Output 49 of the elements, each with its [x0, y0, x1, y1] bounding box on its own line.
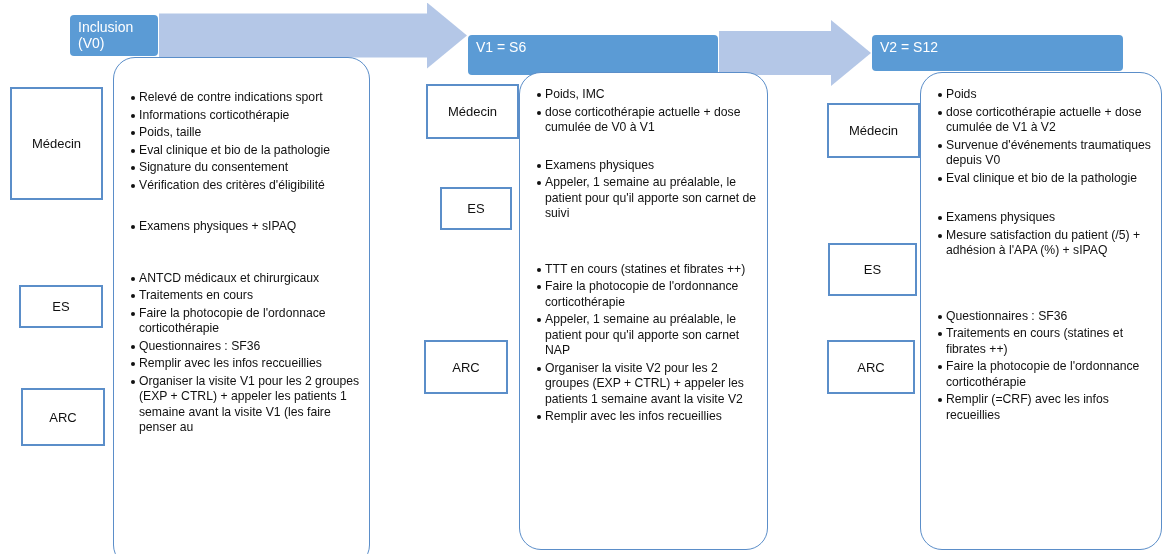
list-item-text: Eval clinique et bio de la pathologie: [946, 170, 1138, 185]
role-box: Médecin: [827, 103, 920, 158]
list-item-text: Faire la photocopie de l'ordonnace corticothérapie: [139, 305, 326, 335]
list-item-text: Faire la photocopie de l'ordonnance corticothérapie: [545, 279, 739, 309]
role-box: Médecin: [426, 84, 519, 139]
role-box: Médecin: [10, 87, 103, 200]
list-item-text: Mesure satisfaction du patient (/5) + adhésion à l'APA (%) + sIPAQ: [946, 227, 1141, 257]
list-item-text: Signature du consentement: [139, 160, 289, 174]
list-item-text: Poids, taille: [139, 125, 202, 139]
role-box: ARC: [21, 388, 105, 446]
list-item-text: Traitements en cours (statines et fibrates ++): [946, 326, 1124, 356]
header-tab: V1 = S6: [468, 35, 718, 75]
block-arrow: [719, 20, 871, 86]
list-item-text: Eval clinique et bio de la pathologie: [139, 142, 331, 157]
list-item-text: Remplir (=CRF) avec les infos recueillies: [946, 392, 1109, 422]
list-item-text: Relevé de contre indications sport: [139, 90, 323, 104]
list-item-text: Appeler, 1 semaine au préalable, le patient pour qu'il apporte son carnet NAP: [545, 312, 740, 357]
role-box: ES: [440, 187, 512, 230]
list-item-text: Remplir avec les infos recueillies: [545, 409, 722, 423]
role-box: ARC: [827, 340, 915, 394]
role-box: ES: [19, 285, 103, 328]
list-item-text: Informations corticothérapie: [139, 107, 290, 122]
list-item-text: Survenue d'événements traumatiques depuis V0: [946, 137, 1151, 167]
header-tab: Inclusion (V0): [70, 15, 158, 56]
list-item-text: Organiser la visite V1 pour les 2 groupes (EXP + CTRL) + appeler les patients 1 semaine avant la visite V1 (les faire penser au: [139, 373, 360, 434]
list-item-text: Remplir avec les infos reccueillies: [139, 356, 322, 370]
list-item-text: ANTCD médicaux et chirurgicaux: [139, 270, 320, 285]
block-arrow: [159, 2, 467, 69]
list-item-text: dose corticothérapie actuelle + dose cumulée de V0 à V1: [545, 104, 741, 134]
rounded-panel: [113, 57, 370, 554]
role-box: ARC: [424, 340, 508, 394]
list-item-text: Questionnaires : SF36: [139, 338, 261, 353]
list-item-text: Poids: [946, 87, 977, 101]
list-item-text: Faire la photocopie de l'ordonnance corticothérapie: [946, 359, 1140, 389]
list-item-text: Vérification des critères d'éligibilité: [139, 177, 325, 192]
list-item-text: Organiser la visite V2 pour les 2 groupes (EXP + CTRL) + appeler les patients 1 semaine avant la visite V2: [545, 360, 744, 406]
list-item-text: Examens physiques + sIPAQ: [139, 219, 297, 233]
list-item-text: Traitements en cours: [139, 288, 254, 302]
list-item-text: dose corticothérapie actuelle + dose cumulée de V1 à V2: [946, 104, 1142, 134]
header-tab: V2 = S12: [872, 35, 1123, 71]
list-item-text: Appeler, 1 semaine au préalable, le patient pour qu'il apporte son carnet de suivi: [545, 175, 756, 220]
list-item-text: Examens physiques: [946, 210, 1056, 224]
role-box: ES: [828, 243, 917, 296]
rounded-panel: [519, 72, 768, 550]
list-item-text: Questionnaires : SF36: [946, 308, 1068, 323]
rounded-panel: [920, 72, 1162, 550]
list-item-text: Examens physiques: [545, 157, 655, 172]
list-item-text: TTT en cours (statines et fibrates ++): [545, 261, 746, 276]
list-item-text: Poids, IMC: [545, 87, 605, 101]
